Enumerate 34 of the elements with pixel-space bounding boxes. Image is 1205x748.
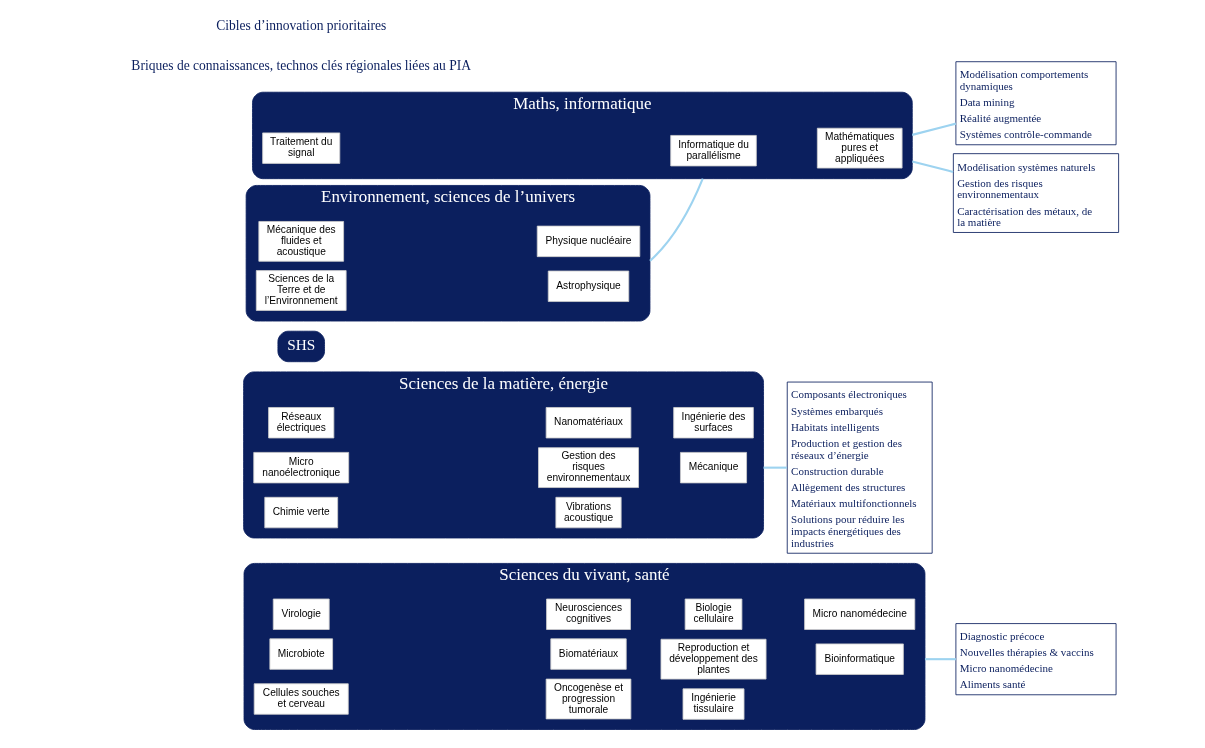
node-box: Astrophysique (547, 270, 630, 302)
node-box: Bioinformatique (815, 643, 904, 675)
node-box: Biomatériaux (550, 638, 627, 670)
node-box: Informatique du parallélisme (670, 135, 757, 167)
label: Cibles d’innovation prioritaires (216, 18, 387, 34)
connector (912, 122, 957, 136)
node-box: Gestion des risques environnementaux (538, 447, 639, 488)
node-box: Micro nanoélectronique (253, 451, 350, 484)
connector (649, 178, 704, 262)
node-box: SHS (277, 330, 325, 363)
label: Briques de connaissances, technos clés régionales liées au PIA (131, 58, 472, 74)
node-box: Chimie verte (264, 496, 339, 529)
node-box: Micro nanomédecine (804, 598, 916, 630)
node-box: Neurosciences cognitives (546, 598, 631, 630)
node-box: Microbiote (269, 638, 333, 670)
node-box: Mécanique (680, 451, 747, 484)
node-box: Cellules souches et cerveau (253, 683, 349, 715)
connector (924, 658, 956, 661)
node-box: Sciences de la Terre et de l’Environnement (255, 270, 347, 311)
node-box: Vibrations acoustique (555, 496, 622, 529)
node-box: Biologie cellulaire (684, 598, 743, 630)
node-box: Oncogenèse et progression tumorale (545, 678, 632, 720)
node-box: Ingénierie tissulaire (682, 688, 745, 720)
node-box: Nanomatériaux (545, 407, 632, 439)
node-box: Reproduction et développement des plantes (660, 638, 767, 680)
node-box: Virologie (272, 598, 330, 630)
node-box: Réseaux électriques (268, 407, 335, 439)
node-box: Traitement du signal (262, 132, 341, 164)
node-box: Ingénierie des surfaces (673, 407, 754, 439)
node-box: Mathématiques pures et appliquées (816, 127, 903, 169)
node-box: Physique nucléaire (536, 225, 641, 258)
connector (912, 160, 954, 173)
node-box: Mécanique des fluides et acoustique (258, 221, 345, 262)
connector (763, 466, 787, 469)
